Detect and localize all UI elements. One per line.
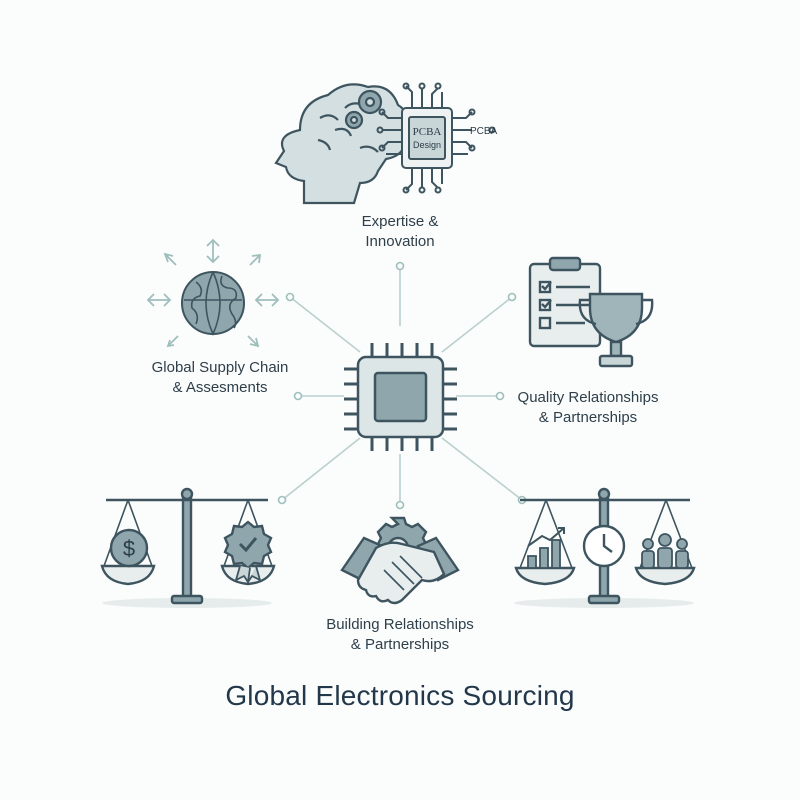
pcba-chip-text-2: Design	[413, 140, 441, 150]
pcba-chip-icon	[376, 82, 496, 194]
people-icon	[641, 533, 689, 569]
arrows-icon	[146, 238, 280, 348]
label-building-relationships: Building Relationships & Partnerships	[300, 615, 500, 655]
chip-pins	[344, 343, 457, 451]
quality-badge-icon	[223, 520, 273, 570]
dollar-icon: $	[123, 536, 135, 561]
pcba-side-label: PCBA	[470, 126, 498, 137]
globe-arrows-icon	[181, 271, 245, 336]
label-building-line1: Building Relationships	[326, 616, 474, 633]
label-expertise-line2: Innovation	[365, 233, 435, 250]
trophy-icon	[578, 292, 654, 368]
brain-gears-icon	[274, 83, 409, 205]
pcba-chip-text-1: PCBA	[413, 126, 442, 138]
growth-chart-icon	[527, 539, 561, 569]
label-expertise-innovation: Expertise & Innovation	[300, 212, 500, 252]
connector-upper-right	[441, 296, 513, 353]
label-expertise-line1: Expertise &	[361, 213, 439, 230]
connector-lower-left	[281, 437, 361, 501]
page-title: Global Electronics Sourcing	[225, 680, 575, 711]
clipboard-checklist-icon	[528, 256, 602, 348]
label-supply-line2: & Assesments	[172, 379, 268, 396]
balance-scale-dollar-quality-icon: $	[100, 487, 276, 608]
connectors	[277, 261, 527, 510]
label-quality-line1: Quality Relationships	[517, 389, 659, 406]
microchip-icon	[344, 343, 457, 451]
handshake-gear-icon	[340, 516, 460, 605]
connector-lower-right	[441, 437, 523, 501]
label-supply-line1: Global Supply Chain	[151, 359, 289, 376]
balance-scale-growth-time-people-icon	[514, 487, 696, 608]
label-quality-line2: & Partnerships	[538, 409, 638, 426]
label-building-line2: & Partnerships	[350, 636, 450, 653]
connector-upper-left	[289, 296, 361, 353]
label-quality-relationships: Quality Relationships & Partnerships	[488, 388, 688, 428]
label-global-supply-chain: Global Supply Chain & Assesments	[120, 358, 320, 398]
